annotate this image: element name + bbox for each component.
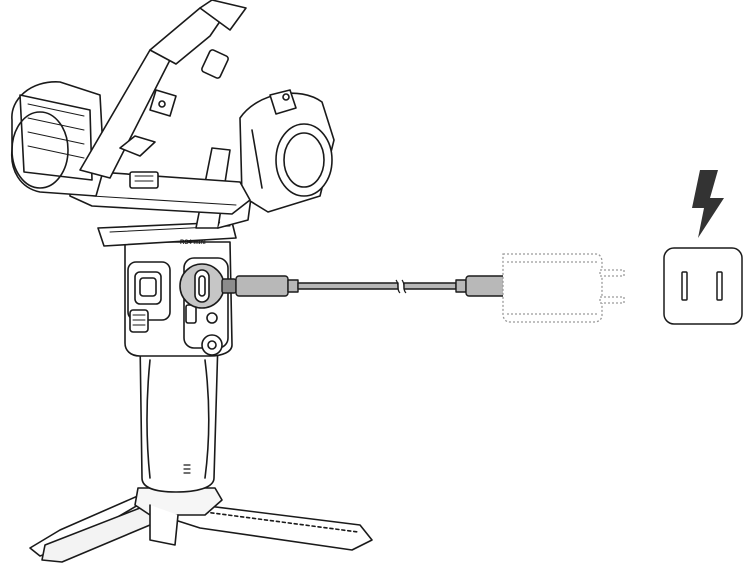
gimbal-illustration: RS4 mini <box>11 0 373 563</box>
roll-motor <box>239 89 335 213</box>
lightning-bolt-icon <box>692 170 724 238</box>
usb-c-plug <box>221 278 237 294</box>
tilt-motor <box>11 81 105 197</box>
cable-strain-relief-left <box>287 279 299 293</box>
cable-segment-right <box>403 282 457 290</box>
tilt-arm <box>69 169 251 215</box>
quick-release-arm <box>79 0 247 179</box>
usb-power-adapter-icon <box>502 253 625 323</box>
model-label: RS4 mini <box>180 240 206 246</box>
usb-c-port <box>179 263 225 309</box>
wall-outlet-icon <box>663 247 743 325</box>
usb-cable <box>221 275 511 297</box>
tripod <box>29 487 373 563</box>
handle <box>139 339 219 493</box>
cable-segment-left <box>297 282 399 290</box>
cable-strain-relief-right <box>455 279 467 293</box>
usb-c-plug-housing <box>235 275 289 297</box>
